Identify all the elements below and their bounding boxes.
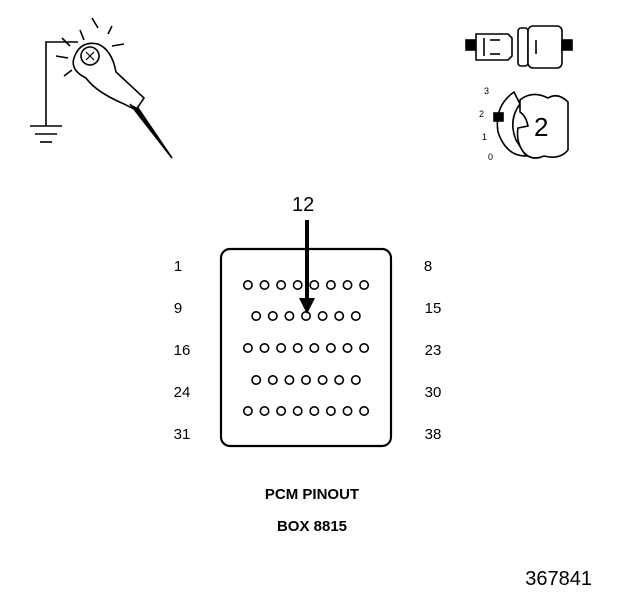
pin [251,374,262,385]
pin [276,405,287,416]
pin [309,342,320,353]
row-end-label: 15 [424,300,442,317]
pin [259,405,270,416]
switch-position-3: 3 [484,86,490,96]
pin [242,279,253,290]
switch-position-1: 1 [482,132,488,142]
pin [276,279,287,290]
row-start-label: 16 [173,342,191,359]
row-start-label: 9 [173,300,183,317]
caption-subtitle: BOX 8815 [276,518,348,535]
pin [334,374,345,385]
pin [359,279,370,290]
row-end-label: 38 [424,426,442,443]
switch-label: 2 [534,112,549,142]
pin [284,374,295,385]
row-end-label: 8 [423,258,433,275]
pin [292,279,303,290]
pin [284,310,295,321]
pin [325,405,336,416]
pin [359,342,370,353]
switch-position-0: 0 [488,152,494,162]
pin-callout-arrow [299,220,315,314]
pin [317,374,328,385]
pin [242,342,253,353]
pin [309,279,320,290]
pin [334,310,345,321]
figure-id: 367841 [525,568,592,590]
pin [267,310,278,321]
pin [350,310,361,321]
switch-position-2: 2 [479,109,485,119]
caption-title: PCM PINOUT [264,486,360,503]
pin [276,342,287,353]
row-start-label: 1 [173,258,183,275]
pin [267,374,278,385]
pin [342,279,353,290]
pin [342,405,353,416]
pin [350,374,361,385]
pin [292,342,303,353]
row-start-label: 24 [173,384,191,401]
connector-disconnect-icon [465,25,573,69]
callout-label: 12 [292,194,315,216]
pin-grid [242,279,370,416]
pin [342,342,353,353]
pin [259,279,270,290]
pin [292,405,303,416]
ignition-switch-icon [493,90,569,159]
pin [242,405,253,416]
test-light-icon [30,17,173,159]
pin [359,405,370,416]
pin [325,279,336,290]
pin [251,310,262,321]
row-end-label: 23 [424,342,442,359]
row-start-label: 31 [173,426,191,443]
pin [325,342,336,353]
pin [300,374,311,385]
pin [309,405,320,416]
pin [317,310,328,321]
row-end-label: 30 [424,384,442,401]
pin-highlighted [300,310,311,321]
pin [259,342,270,353]
